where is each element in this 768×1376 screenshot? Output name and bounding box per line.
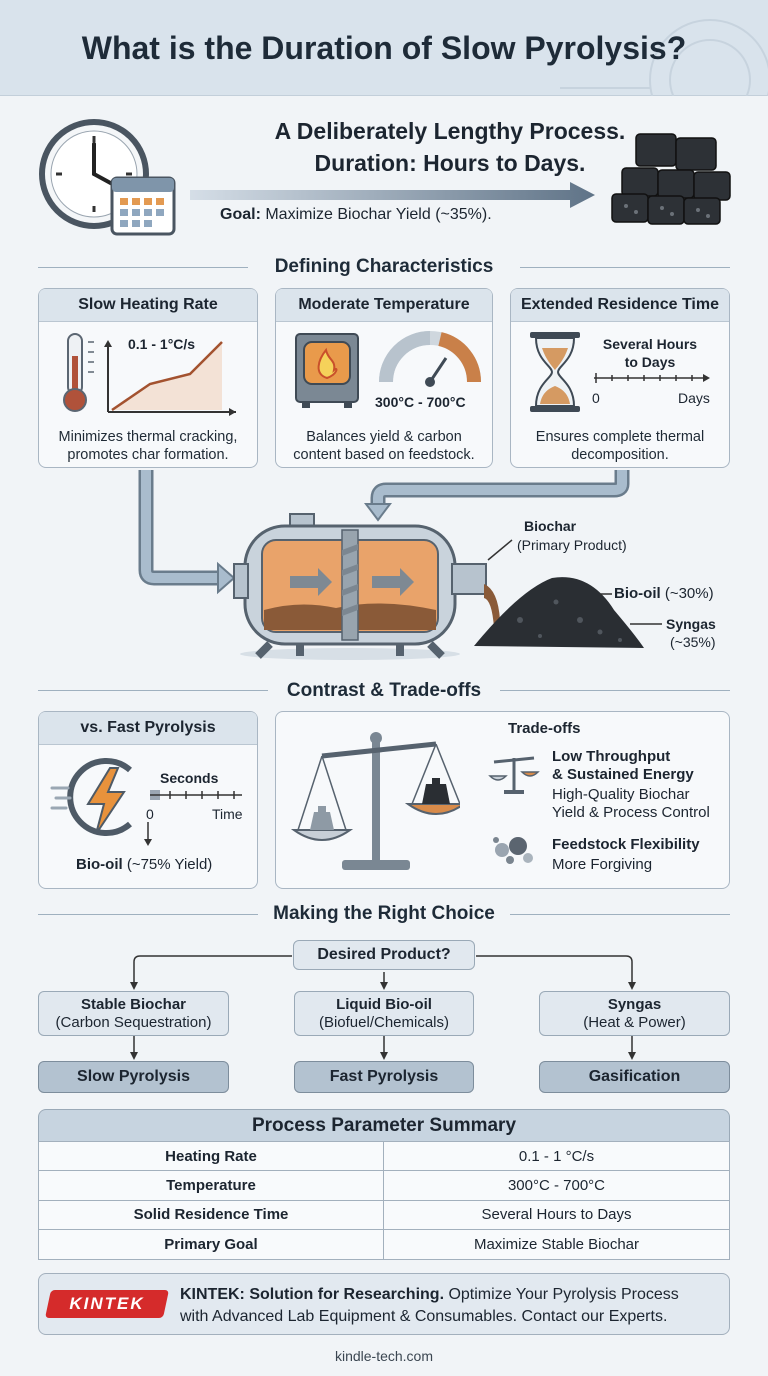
process-fast-pyrolysis: Fast Pyrolysis: [294, 1061, 474, 1093]
table-cell-param: Temperature: [38, 1170, 384, 1201]
fast-axis-end: Time: [212, 806, 243, 822]
progress-arrow: [190, 182, 595, 208]
tradeoff-1-sub-1: High-Quality Biochar: [552, 786, 690, 803]
table-cell-value: Maximize Stable Biochar: [383, 1229, 730, 1260]
card-title: vs. Fast Pyrolysis: [39, 712, 257, 745]
heating-caption-1: Minimizes thermal cracking,: [58, 429, 238, 445]
kintek-logo-text: KINTEK: [69, 1294, 145, 1313]
divider: [38, 914, 258, 915]
gear-decoration: [560, 19, 768, 96]
thermometer-graph-icon: [63, 333, 236, 416]
residence-caption-1: Ensures complete thermal: [535, 429, 705, 445]
option-product: Stable Biochar: [80, 996, 187, 1013]
fast-yield: Bio-oil (~75% Yield): [76, 856, 213, 873]
section-title-characteristics: Defining Characteristics: [274, 256, 494, 277]
residence-caption-2: decomposition.: [571, 447, 669, 463]
furnace-gauge-icon: [295, 331, 482, 408]
table-cell-param: Primary Goal: [38, 1229, 384, 1260]
option-product: Liquid Bio-oil: [336, 996, 432, 1013]
card-heating-rate: Slow Heating Rate: [38, 288, 258, 468]
divider: [38, 267, 248, 268]
footer-url[interactable]: kindle-tech.com: [334, 1348, 434, 1364]
table-cell-param: Solid Residence Time: [38, 1199, 384, 1231]
card-title: Moderate Temperature: [276, 289, 492, 322]
title-band: [0, 0, 768, 96]
footer-text-2: with Advanced Lab Equipment & Consumable…: [180, 1308, 668, 1325]
option-use: (Carbon Sequestration): [55, 1014, 212, 1031]
feedstock-icon: [493, 837, 533, 864]
card-tradeoffs: [275, 711, 730, 889]
clock-calendar-icon: [39, 119, 176, 236]
syngas-value: (~35%): [670, 634, 716, 650]
divider: [38, 690, 268, 691]
axis-start-label: 0: [592, 390, 600, 406]
card-title: Extended Residence Time: [511, 289, 729, 322]
process-slow-pyrolysis: Slow Pyrolysis: [38, 1061, 229, 1093]
decision-question: Desired Product?: [293, 940, 475, 970]
biochar-label: Biochar: [524, 518, 577, 534]
card-title: Slow Heating Rate: [39, 289, 257, 322]
residence-duration-1: Several Hours: [602, 336, 698, 352]
card-fast-pyrolysis: vs. Fast Pyrolysis: [38, 711, 258, 889]
tradeoffs-title: Trade-offs: [508, 720, 581, 737]
option-syngas: Syngas (Heat & Power): [539, 991, 730, 1036]
goal-line: Goal: Maximize Biochar Yield (~35%).: [220, 206, 492, 223]
divider: [500, 690, 730, 691]
page-title: What is the Duration of Slow Pyrolysis?: [81, 30, 687, 66]
process-gasification: Gasification: [539, 1061, 730, 1093]
lightning-timeline-icon: [50, 758, 242, 846]
temperature-caption-2: content based on feedstock.: [293, 447, 475, 463]
option-biooil: Liquid Bio-oil (Biofuel/Chemicals): [294, 991, 474, 1036]
syngas-label: Syngas: [666, 616, 716, 632]
residence-duration-2: to Days: [624, 354, 676, 370]
temperature-range: 300°C - 700°C: [375, 394, 466, 410]
summary-title: Process Parameter Summary: [38, 1109, 730, 1141]
section-title-choice: Making the Right Choice: [273, 903, 495, 924]
footer-text: KINTEK: Solution for Researching. Optimi…: [180, 1284, 725, 1328]
small-scale-icon: [488, 756, 540, 794]
tradeoff-1-title-1: Low Throughput: [552, 748, 671, 765]
hero-duration: Duration: Hours to Days.: [314, 150, 586, 176]
table-cell-value: Several Hours to Days: [383, 1199, 730, 1231]
temperature-caption-1: Balances yield & carbon: [306, 429, 462, 445]
reactor-diagram: [138, 470, 662, 660]
heating-caption-2: promotes char formation.: [67, 447, 229, 463]
option-use: (Biofuel/Chemicals): [318, 1014, 450, 1031]
table-cell-param: Heating Rate: [38, 1140, 384, 1172]
option-use: (Heat & Power): [583, 1014, 686, 1031]
tradeoff-1-title-2: & Sustained Energy: [552, 766, 694, 783]
decision-connectors: [130, 955, 636, 1060]
hourglass-timeline-icon: [530, 332, 710, 412]
divider: [520, 267, 730, 268]
hero-headline: A Deliberately Lengthy Process.: [274, 118, 626, 144]
heating-rate-value: 0.1 - 1°C/s: [128, 336, 196, 352]
tradeoff-2-sub: More Forgiving: [552, 856, 653, 873]
table-cell-value: 300°C - 700°C: [383, 1170, 730, 1201]
section-title-contrast: Contrast & Trade-offs: [286, 680, 482, 701]
balance-scale-icon: [290, 732, 460, 870]
biooil-output: Bio-oil (~30%): [614, 585, 714, 602]
option-product: Syngas: [607, 996, 662, 1013]
fast-duration: Seconds: [160, 770, 219, 786]
axis-end-label: Days: [678, 390, 710, 406]
footer-bold: KINTEK: Solution for Researching.: [180, 1286, 445, 1303]
table-cell-value: 0.1 - 1 °C/s: [383, 1140, 730, 1172]
footer-text-1: Optimize Your Pyrolysis Process: [444, 1286, 679, 1303]
biochar-sub: (Primary Product): [517, 537, 627, 553]
biochar-briquettes-icon: [611, 133, 731, 225]
tradeoff-2-title: Feedstock Flexibility: [552, 836, 700, 853]
option-biochar: Stable Biochar (Carbon Sequestration): [38, 991, 229, 1036]
divider: [510, 914, 730, 915]
fast-axis-start: 0: [146, 806, 154, 822]
tradeoff-1-sub-2: Yield & Process Control: [552, 804, 710, 821]
